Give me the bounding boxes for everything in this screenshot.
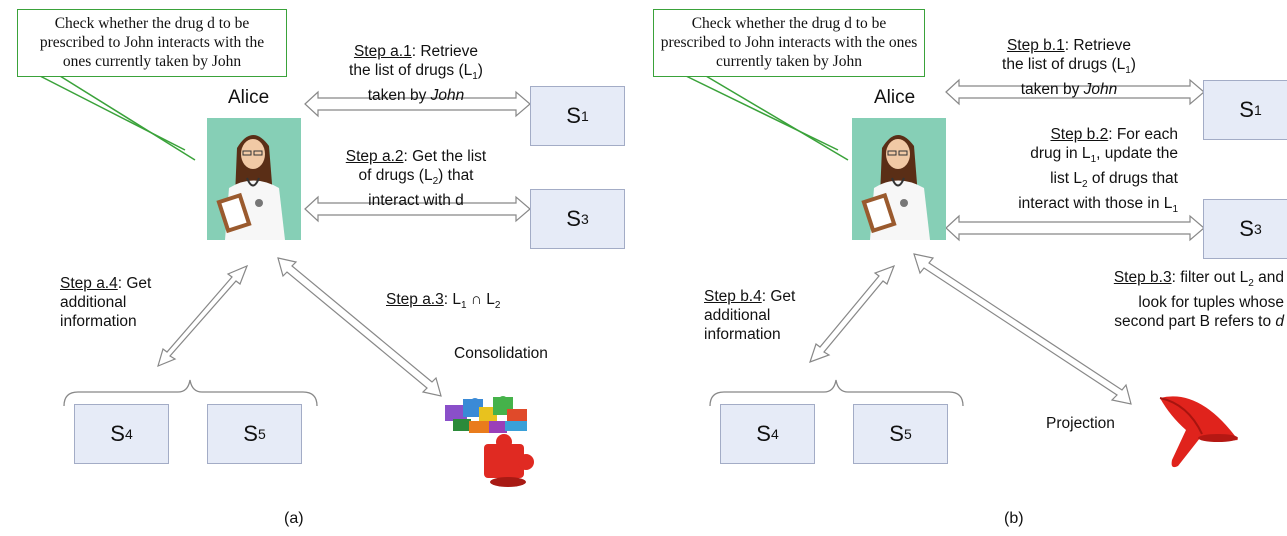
step-a1-label: Step a.1: Retrieve the list of drugs (L1… (349, 43, 483, 105)
tool-label: Consolidation (454, 345, 548, 362)
step-a4-label: Step a.4: Get additional information (60, 275, 152, 330)
step-a3-label: Step a.3: L1 ∩ L2 (386, 291, 501, 312)
arrow-alice-sources (157, 264, 249, 368)
arrow-alice-consolidation (277, 257, 442, 397)
panel-a: Check whether the drug d to be prescribe… (0, 0, 643, 536)
funnel-icon (1159, 396, 1238, 468)
panel-caption: (b) (1004, 510, 1024, 527)
step-b2-label: Step b.2: For each drug in L1, update th… (1018, 126, 1178, 216)
goal-callout-text: Check whether the drug d to be prescribe… (660, 15, 918, 70)
goal-callout: Check whether the drug d to be prescribe… (653, 9, 925, 77)
tool-label: Projection (1046, 415, 1115, 432)
panel-a-connectors (39, 75, 531, 407)
goal-callout: Check whether the drug d to be prescribe… (17, 9, 287, 77)
arrow-alice-sources (809, 264, 896, 363)
actor-label: Alice (874, 87, 916, 108)
goal-callout-text: Check whether the drug d to be prescribe… (39, 15, 265, 70)
brace-sources (63, 379, 318, 407)
puzzle-icon (445, 396, 534, 487)
alice-doctor-image (852, 118, 946, 240)
panel-caption: (a) (284, 510, 304, 527)
step-b1-label: Step b.1: Retrieve the list of drugs (L1… (1002, 37, 1136, 99)
arrow-alice-projection (913, 253, 1132, 405)
step-b4-label: Step b.4: Get additional information (704, 288, 796, 343)
brace-sources (709, 379, 964, 407)
alice-doctor-image (207, 118, 301, 240)
step-b3-label: Step b.3: filter out L2 and look for tup… (1113, 269, 1284, 331)
doctor-icon (852, 118, 946, 240)
actor-label: Alice (228, 87, 270, 108)
step-a2-label: Step a.2: Get the list of drugs (L2) tha… (345, 148, 487, 210)
panel-b-connectors (685, 75, 1205, 407)
doctor-icon (207, 118, 301, 240)
panel-b: Check whether the drug d to be prescribe… (644, 0, 1287, 536)
